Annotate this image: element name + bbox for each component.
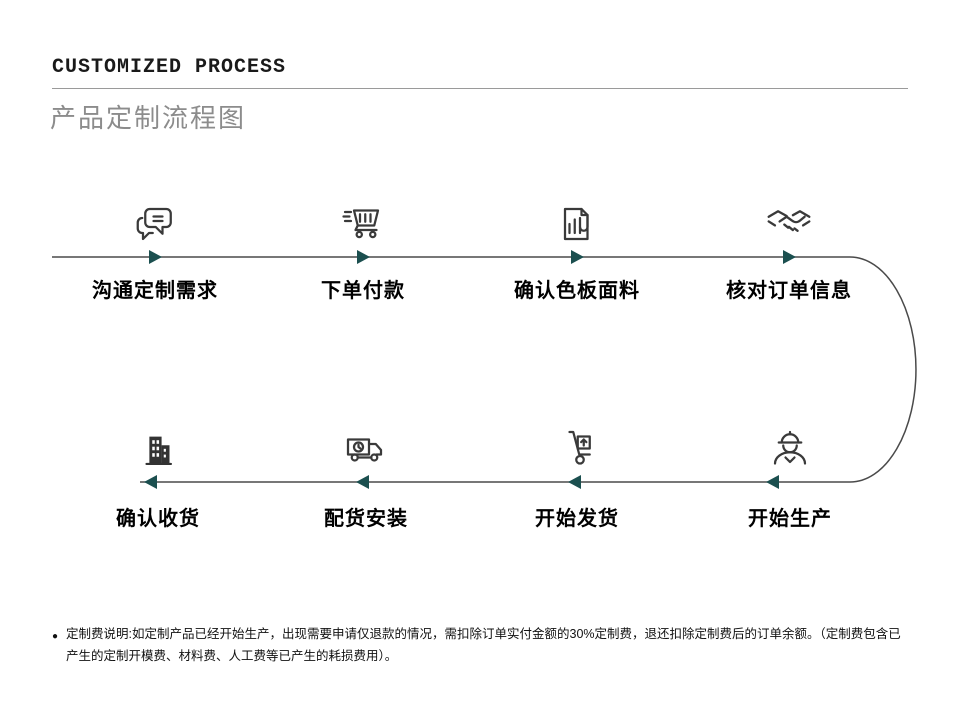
arrow-left-icon xyxy=(144,475,157,489)
step-communicate-needs: 沟通定制需求 xyxy=(67,192,243,303)
step-place-order: 下单付款 xyxy=(275,192,451,303)
step-label: 沟通定制需求 xyxy=(92,280,218,302)
customization-fee-note: ● 定制费说明:如定制产品已经开始生产，出现需要申请仅退款的情况，需扣除订单实付… xyxy=(52,624,908,668)
arrow-right-icon xyxy=(149,250,162,264)
step-label: 开始生产 xyxy=(748,508,832,530)
eyebrow-title: CUSTOMIZED PROCESS xyxy=(52,56,287,79)
note-text: 定制费说明:如定制产品已经开始生产，出现需要申请仅退款的情况，需扣除订单实付金额… xyxy=(66,627,901,663)
step-verify-order: 核对订单信息 xyxy=(701,192,877,303)
arrow-left-icon xyxy=(356,475,369,489)
hand-truck-icon xyxy=(489,418,665,474)
step-label: 确认收货 xyxy=(116,508,200,530)
step-confirm-receipt: 确认收货 xyxy=(70,418,246,531)
chat-bubbles-icon xyxy=(67,192,243,248)
page-title: 产品定制流程图 xyxy=(50,103,247,133)
building-icon xyxy=(70,418,246,474)
step-start-production: 开始生产 xyxy=(702,418,878,531)
step-label: 配货安装 xyxy=(324,508,408,530)
bullet-icon: ● xyxy=(52,631,59,642)
arrow-left-icon xyxy=(568,475,581,489)
header-divider xyxy=(52,88,908,89)
shopping-cart-icon xyxy=(275,192,451,248)
handshake-icon xyxy=(701,192,877,248)
step-label: 开始发货 xyxy=(535,508,619,530)
arrow-right-icon xyxy=(357,250,370,264)
arrow-right-icon xyxy=(783,250,796,264)
step-label: 核对订单信息 xyxy=(726,280,852,302)
construction-worker-icon xyxy=(702,418,878,474)
arrow-left-icon xyxy=(766,475,779,489)
arrow-right-icon xyxy=(571,250,584,264)
step-start-shipping: 开始发货 xyxy=(489,418,665,531)
step-label: 确认色板面料 xyxy=(514,280,640,302)
step-confirm-swatch: 确认色板面料 xyxy=(489,192,665,303)
step-deliver-install: 配货安装 xyxy=(278,418,454,531)
step-label: 下单付款 xyxy=(321,280,405,302)
fabric-swatch-document-icon xyxy=(489,192,665,248)
delivery-truck-icon xyxy=(278,418,454,474)
